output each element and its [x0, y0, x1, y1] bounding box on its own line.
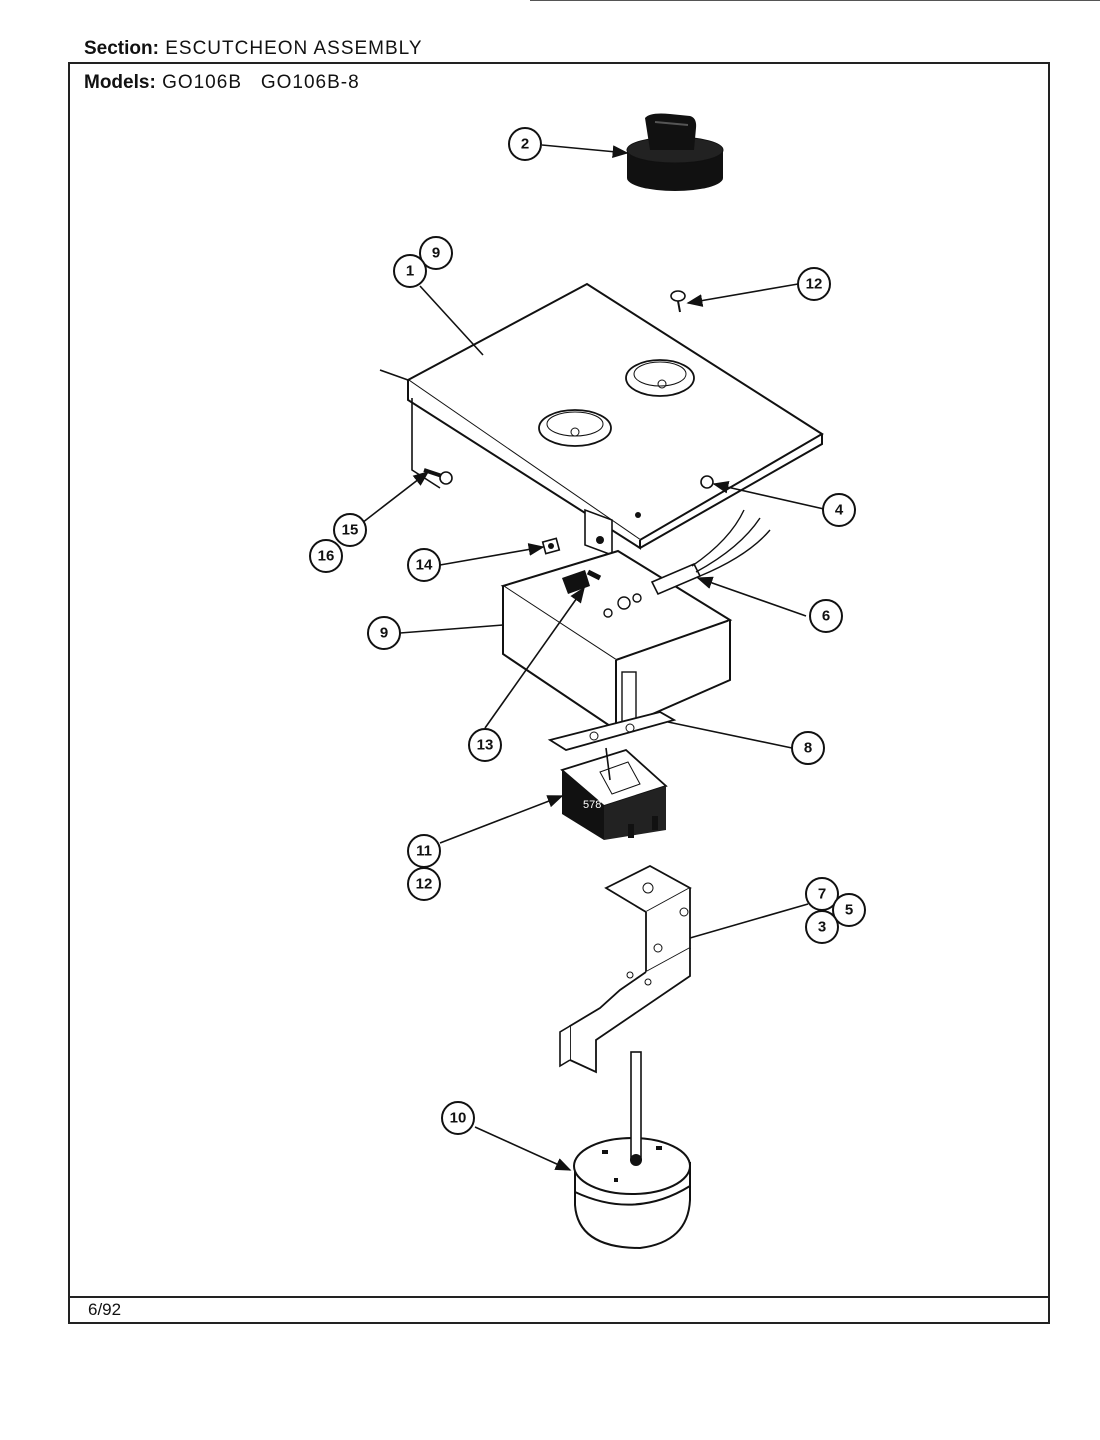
callout-12-mid: 12 — [407, 867, 441, 901]
callout-12-mid-text: 12 — [416, 876, 433, 893]
callout-16-text: 16 — [318, 548, 335, 565]
callout-9-box-text: 9 — [380, 625, 388, 642]
callout-7-text: 7 — [818, 886, 826, 903]
callout-1-text: 1 — [406, 263, 414, 280]
callout-11: 11 — [407, 834, 441, 868]
callout-2: 2 — [508, 127, 542, 161]
callout-10-text: 10 — [450, 1110, 467, 1127]
callout-8: 8 — [791, 731, 825, 765]
models-label: Models: — [84, 72, 156, 93]
section-value: ESCUTCHEON ASSEMBLY — [165, 38, 423, 59]
nut-part — [541, 508, 613, 557]
callout-5: 5 — [832, 893, 866, 927]
callout-15-text: 15 — [342, 522, 359, 539]
model-1: GO106B — [162, 72, 242, 93]
bracket-part — [559, 864, 692, 1074]
callout-4-text: 4 — [835, 502, 844, 519]
svg-text:578: 578 — [583, 799, 601, 811]
switch-part: 578 — [560, 747, 668, 840]
callout-5-text: 5 — [845, 902, 853, 919]
screw-top-part — [670, 290, 686, 313]
models-heading: Models: GO106B GO106B-8 — [84, 72, 360, 94]
callout-12-top-text: 12 — [806, 276, 823, 293]
section-heading: Section: ESCUTCHEON ASSEMBLY — [84, 38, 423, 60]
control-unit-part — [573, 1051, 691, 1250]
wire-connector-part — [650, 509, 771, 596]
callout-6: 6 — [809, 599, 843, 633]
knob-part — [626, 113, 724, 191]
escutcheon-panel-part — [379, 282, 824, 550]
footer-date: 6/92 — [88, 1300, 122, 1319]
callout-10: 10 — [441, 1101, 475, 1135]
callout-14: 14 — [407, 548, 441, 582]
callout-6-text: 6 — [822, 608, 830, 625]
callout-3-text: 3 — [818, 919, 826, 936]
diagram-frame — [68, 62, 1050, 1324]
callout-16: 16 — [309, 539, 343, 573]
section-label: Section: — [84, 38, 159, 59]
callout-9-top: 9 — [419, 236, 453, 270]
mounting-plate-part — [547, 711, 677, 751]
top-edge-rule — [530, 0, 1100, 1]
callout-9-box: 9 — [367, 616, 401, 650]
callout-2-text: 2 — [521, 136, 529, 153]
callout-13-text: 13 — [477, 737, 494, 754]
callout-14-text: 14 — [416, 557, 433, 574]
callout-1: 1 — [393, 254, 427, 288]
callout-4: 4 — [822, 493, 856, 527]
callout-13: 13 — [468, 728, 502, 762]
callout-15: 15 — [333, 513, 367, 547]
callout-12-top: 12 — [797, 267, 831, 301]
callout-3: 3 — [805, 910, 839, 944]
callout-8-text: 8 — [804, 740, 812, 757]
callout-11-text: 11 — [416, 843, 432, 860]
model-2: GO106B-8 — [260, 72, 360, 93]
footer-rule — [68, 1296, 1050, 1298]
callout-9-top-text: 9 — [432, 245, 440, 262]
housing-box-part — [500, 549, 733, 732]
